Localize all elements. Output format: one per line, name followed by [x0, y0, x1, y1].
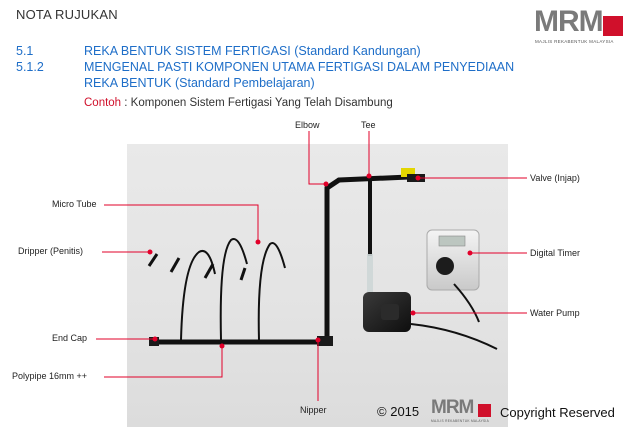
logo-subtitle: MAJLIS REKABENTUK MALAYSIA	[535, 39, 614, 44]
micro-tube-3	[257, 242, 286, 341]
dripper-3	[203, 263, 215, 279]
label-tee: Tee	[361, 120, 376, 130]
label-dripper: Dripper (Penitis)	[18, 246, 84, 256]
dripper-4	[239, 267, 247, 281]
valve-handle	[401, 168, 415, 177]
pump-front	[381, 304, 399, 320]
section-title: REKA BENTUK SISTEM FERTIGASI (Standard K…	[84, 44, 421, 58]
section-number: 5.1	[16, 44, 34, 58]
example-text: : Komponen Sistem Fertigasi Yang Telah D…	[121, 97, 393, 109]
copyright-year-text: 2015	[390, 404, 420, 419]
label-digital-timer: Digital Timer	[530, 248, 581, 258]
micro-tube-1	[180, 250, 216, 341]
logo-text: MRM	[534, 5, 604, 38]
label-water-pump: Water Pump	[530, 308, 580, 318]
end-cap	[149, 337, 159, 346]
photo-illustration	[147, 168, 498, 350]
nipper	[317, 336, 333, 346]
dripper-2	[169, 257, 181, 273]
pump-cable	[410, 323, 498, 350]
label-end-cap: End Cap	[52, 333, 88, 343]
copyright-year: © 2015	[377, 404, 419, 419]
timer-socket	[436, 257, 454, 275]
example-caption: Contoh : Komponen Sistem Fertigasi Yang …	[84, 97, 393, 109]
mrm-logo: MRM MAJLIS REKABENTUK MALAYSIA	[534, 6, 626, 52]
vertical-pipe	[324, 177, 342, 344]
logo-red-square	[603, 16, 623, 36]
page-header-title: NOTA RUJUKAN	[16, 7, 118, 22]
example-prefix: Contoh	[84, 97, 122, 109]
copyright-text: Copyright Reserved	[500, 405, 615, 420]
label-micro-tube: Micro Tube	[52, 199, 97, 209]
footer-logo-red-square	[478, 404, 491, 417]
dripper-1	[147, 253, 159, 267]
label-valve: Valve (Injap)	[530, 173, 580, 183]
timer-display	[438, 235, 466, 247]
timer-cable	[453, 283, 480, 323]
micro-tube-2	[219, 238, 248, 341]
label-nipper: Nipper	[300, 405, 327, 415]
footer-mrm-logo: MRM MAJLIS REKABENTUK MALAYSIA	[431, 398, 495, 426]
label-polypipe: Polypipe 16mm ++	[12, 371, 88, 381]
label-elbow: Elbow	[295, 120, 320, 130]
footer-logo-subtitle: MAJLIS REKABENTUK MALAYSIA	[431, 419, 490, 423]
top-pipe	[336, 174, 412, 183]
footer-logo-text: MRM	[431, 397, 474, 418]
subsection-title-cont: REKA BENTUK (Standard Pembelajaran)	[84, 76, 315, 90]
copyright-symbol: ©	[377, 404, 387, 419]
subsection-number: 5.1.2	[16, 60, 44, 74]
subsection-title: MENGENAL PASTI KOMPONEN UTAMA FERTIGASI …	[84, 60, 515, 74]
